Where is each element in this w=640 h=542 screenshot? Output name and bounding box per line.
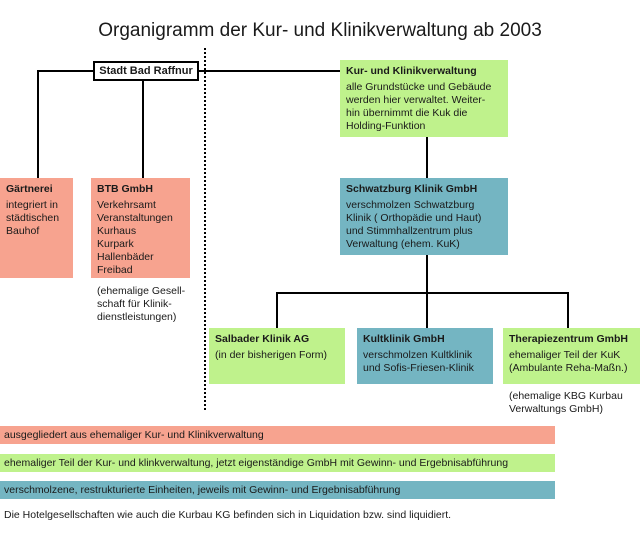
node-therapiezentrum: Therapiezentrum GmbH ehemaliger Teil der… [503, 328, 640, 384]
node-text-line: (in der bisherigen Form) [215, 349, 328, 361]
btb-note: (ehemalige Gesell- schaft für Klinik- di… [97, 285, 185, 324]
node-text-line: Klinik ( Orthopädie und Haut) [346, 212, 482, 224]
node-text-line: Freibad [97, 264, 133, 276]
connector-gaertnerei [37, 70, 39, 178]
node-salbader-klinik: Salbader Klinik AG (in der bisherigen Fo… [209, 328, 345, 384]
legend-salmon: ausgegliedert aus ehemaliger Kur- und Kl… [0, 426, 555, 444]
node-text-line: Bauhof [6, 225, 40, 237]
legend-teal: verschmolzene, restrukturierte Einheiten… [0, 481, 555, 499]
node-text-line: Verwaltung (ehem. KuK) [346, 238, 460, 250]
node-text-line: und Sofis-Friesen-Klinik [363, 362, 474, 374]
node-text-line: alle Grundstücke und Gebäude [346, 81, 492, 93]
node-text-line: (Ambulante Reha-Maßn.) [509, 362, 628, 374]
connector-children-bar [276, 292, 569, 294]
note-line: dienstleistungen) [97, 311, 177, 323]
connector-therapie [567, 292, 569, 328]
node-text-line: Kurhaus [97, 225, 137, 237]
footer-note: Die Hotelgesellschaften wie auch die Kur… [4, 509, 452, 521]
node-heading: Kur- und Klinikverwaltung [346, 65, 477, 77]
node-text-line: verschmolzen Kultklinik [363, 349, 473, 361]
therapie-note: (ehemalige KBG Kurbau Verwaltungs GmbH) [509, 390, 623, 416]
node-text-line: integriert in [6, 199, 58, 211]
legend-green: ehemaliger Teil der Kur- und klinkverwal… [0, 454, 555, 472]
node-heading: BTB GmbH [97, 183, 153, 195]
connector-kur-schwatzburg [426, 137, 428, 178]
node-text-line: Veranstaltungen [97, 212, 173, 224]
node-kur-klinikverwaltung: Kur- und Klinikverwaltung alle Grundstüc… [340, 60, 508, 137]
note-line: (ehemalige KBG Kurbau [509, 390, 623, 402]
node-text-line: werden hier verwaltet. Weiter- [346, 94, 486, 106]
connector-btb [142, 81, 144, 178]
node-text-line: Verkehrsamt [97, 199, 156, 211]
node-text-line: Hallenbäder [97, 251, 154, 263]
page-title: Organigramm der Kur- und Klinikverwaltun… [98, 20, 542, 41]
connector-schwatzburg-down [426, 255, 428, 293]
node-heading: Kultklinik GmbH [363, 333, 445, 345]
node-text-line: verschmolzen Schwatzburg [346, 199, 475, 211]
legend-text: ehemaliger Teil der Kur- und klinkverwal… [4, 457, 509, 469]
node-btb-gmbh: BTB GmbH Verkehrsamt Veranstaltungen Kur… [91, 178, 190, 278]
node-text-line: hin übernimmt die Kuk die [346, 107, 468, 119]
legend-text: ausgegliedert aus ehemaliger Kur- und Kl… [4, 429, 264, 441]
node-gaertnerei: Gärtnerei integriert in städtischen Bauh… [0, 178, 73, 278]
legend-text: verschmolzene, restrukturierte Einheiten… [4, 484, 401, 496]
root-node-stadt: Stadt Bad Raffnur [93, 61, 199, 81]
connector-top-right [199, 70, 340, 72]
connector-top-left [38, 70, 93, 72]
note-line: (ehemalige Gesell- [97, 285, 186, 297]
node-text-line: Kurpark [97, 238, 134, 250]
node-text-line: ehemaliger Teil der KuK [509, 349, 621, 361]
node-heading: Schwatzburg Klinik GmbH [346, 183, 478, 195]
node-heading: Therapiezentrum GmbH [509, 333, 629, 345]
connector-salbader [276, 292, 278, 328]
node-text-line: städtischen [6, 212, 60, 224]
node-text-line: Holding-Funktion [346, 120, 426, 132]
note-line: Verwaltungs GmbH) [509, 403, 603, 415]
node-text-line: und Stimmhallzentrum plus [346, 225, 473, 237]
note-line: schaft für Klinik- [97, 298, 172, 310]
node-heading: Gärtnerei [6, 183, 53, 195]
node-heading: Salbader Klinik AG [215, 333, 310, 345]
divider-dotted-line [204, 48, 206, 410]
connector-kultklinik [426, 292, 428, 328]
node-kultklinik: Kultklinik GmbH verschmolzen Kultklinik … [357, 328, 493, 384]
node-schwatzburg-klinik: Schwatzburg Klinik GmbH verschmolzen Sch… [340, 178, 508, 255]
